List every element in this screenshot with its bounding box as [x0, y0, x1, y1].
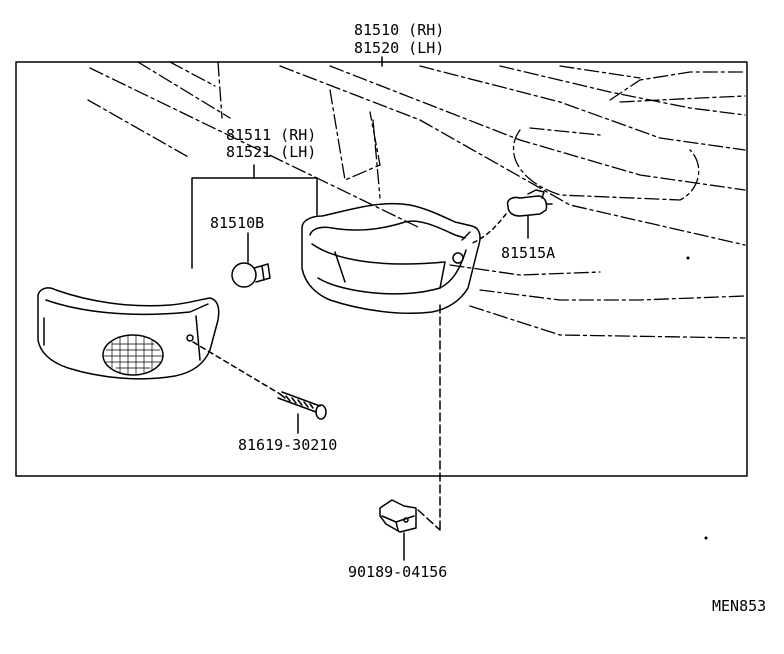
- lens-screw-hole: [186, 334, 194, 342]
- label-lens-rh: 81511 (RH): [226, 126, 317, 144]
- screw: [277, 391, 327, 434]
- label-headlamp-lh: 81520 (LH): [354, 39, 445, 57]
- label-lens-lh: 81521 (LH): [226, 143, 317, 161]
- label-bulb: 81510B: [210, 214, 265, 232]
- clip-leader-dashes-2: [417, 509, 441, 531]
- reflector-grid: [103, 334, 163, 376]
- lens-reflector-pattern: [102, 334, 164, 376]
- label-socket: 81515A: [501, 244, 556, 262]
- label-screw: 81619-30210: [238, 436, 338, 454]
- label-clip: 90189-04156: [348, 563, 448, 581]
- clip: [379, 499, 417, 561]
- vehicle-body-phantom: [87, 61, 746, 339]
- screw-leader-dashes: [192, 341, 281, 395]
- headlamp-housing: [301, 202, 481, 314]
- stray-dot-2: [704, 536, 708, 540]
- headlamp-lens: [37, 287, 220, 380]
- socket-leader-dashes: [469, 213, 507, 245]
- assembly-frame: [15, 61, 748, 477]
- stray-dot: [686, 256, 690, 260]
- label-drawing-code: MEN853: [712, 597, 767, 615]
- bulb-socket: [506, 189, 553, 239]
- bulb: [231, 232, 271, 288]
- label-headlamp-rh: 81510 (RH): [354, 21, 445, 39]
